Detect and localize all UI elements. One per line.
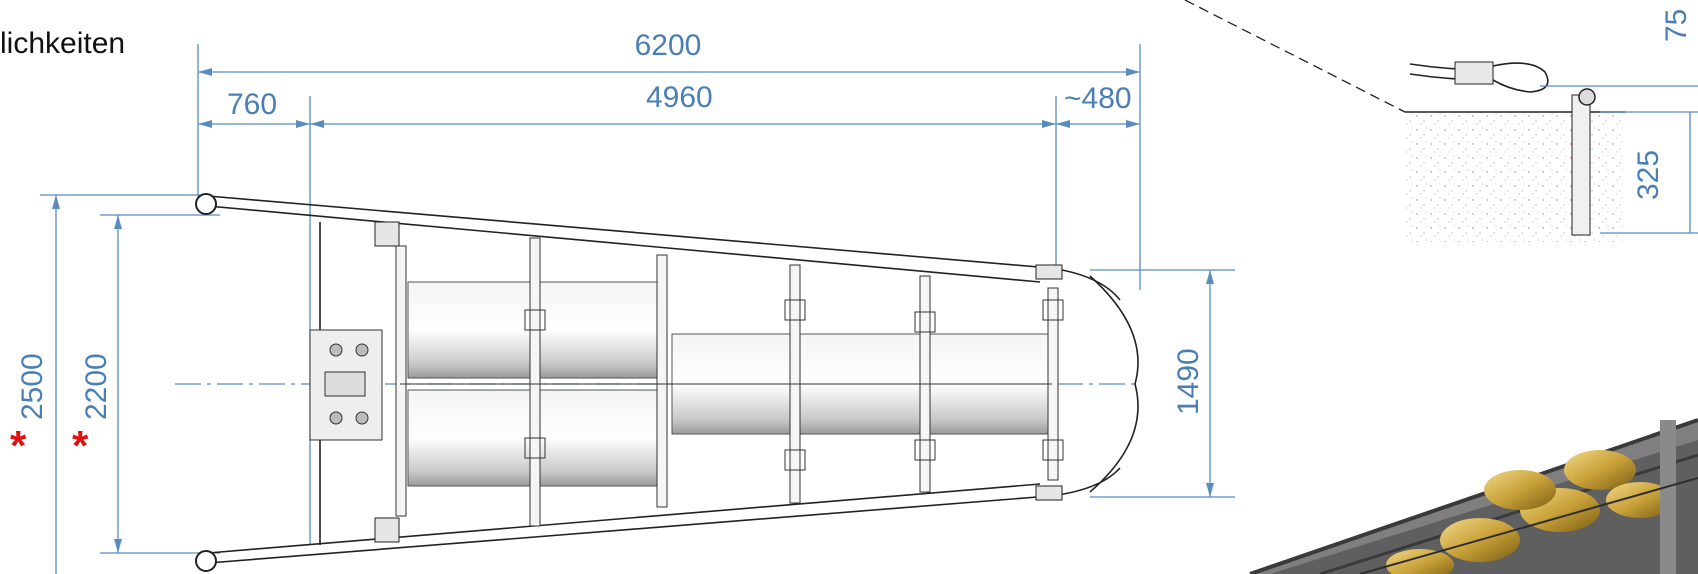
heading-fragment: lichkeiten (0, 27, 125, 60)
render-roller (1386, 549, 1454, 574)
ramp-render (1249, 418, 1698, 574)
render-roller (1606, 482, 1674, 518)
middle-length-label: 4960 (646, 81, 713, 114)
concrete-block (1405, 112, 1625, 242)
wire-rope-clip (1454, 61, 1494, 85)
inner-width-dimension: 2200 * (72, 214, 220, 554)
front-anchor-bottom (195, 550, 217, 572)
tail-width-dimension: 1490 (1090, 269, 1235, 498)
ramp-frame (195, 193, 1139, 572)
inner-width-star: * (72, 422, 89, 469)
outer-width-dimension: 2500 * (10, 194, 200, 574)
anchor-depth-label: 325 (1632, 150, 1665, 200)
tail-width-label: 1490 (1172, 348, 1205, 415)
tail-length-label: ~480 (1064, 82, 1132, 115)
overall-length-dimension: 6200 (197, 29, 1141, 290)
cross-members (395, 237, 1064, 527)
outer-width-label: 2500 (16, 353, 49, 420)
segment-dimensions: 760 4960 ~480 (198, 81, 1140, 545)
anchor-detail: 325 75 (1184, 0, 1698, 242)
render-roller (1484, 470, 1556, 510)
front-offset-label: 760 (227, 88, 277, 121)
overall-length-label: 6200 (635, 29, 702, 62)
anchor-top-label: 75 (1660, 9, 1693, 42)
render-roller (1564, 450, 1636, 490)
inner-width-label: 2200 (80, 353, 113, 420)
front-anchor-top (195, 193, 217, 215)
outer-width-star: * (10, 422, 27, 469)
